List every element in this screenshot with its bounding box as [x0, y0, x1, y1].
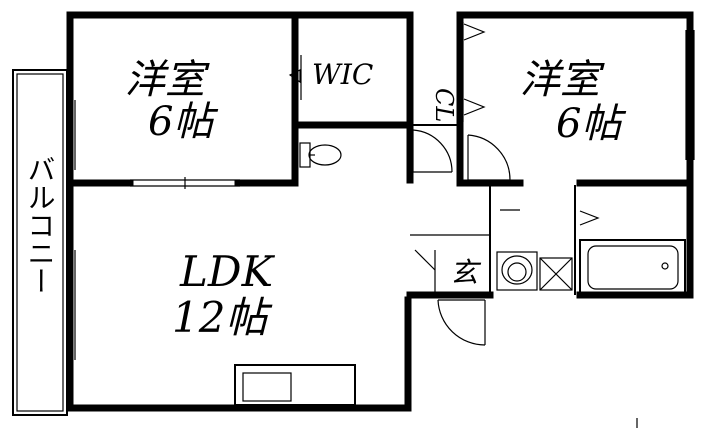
closet-doors: [462, 22, 486, 122]
room-label-ldk: LDK: [179, 247, 276, 296]
room-size-ldk: 12帖: [172, 293, 272, 342]
room-label-entrance: 玄: [450, 256, 482, 289]
entrance: [414, 249, 486, 346]
interior-walls: [66, 11, 694, 295]
room-label-wic: WIC: [312, 58, 373, 91]
room-label-western-right: 洋室: [520, 57, 605, 103]
room-size-western-right: 6帖: [556, 101, 626, 147]
sliding-door-left-room: [130, 177, 240, 189]
toilet-door: [412, 129, 453, 173]
room-label-balcony: バルコニー: [24, 155, 57, 295]
right-room-window: [685, 30, 695, 160]
room-size-western-left: 6帖: [148, 99, 218, 145]
toilet: [299, 142, 342, 168]
room-label-closet: CL: [430, 88, 458, 122]
right-room-door: [467, 134, 511, 181]
wic-door: [288, 55, 302, 100]
bathtub: [579, 239, 686, 296]
kitchen-counter: [234, 364, 356, 406]
room-label-western-left: 洋室: [125, 57, 210, 103]
washroom: [496, 209, 600, 291]
